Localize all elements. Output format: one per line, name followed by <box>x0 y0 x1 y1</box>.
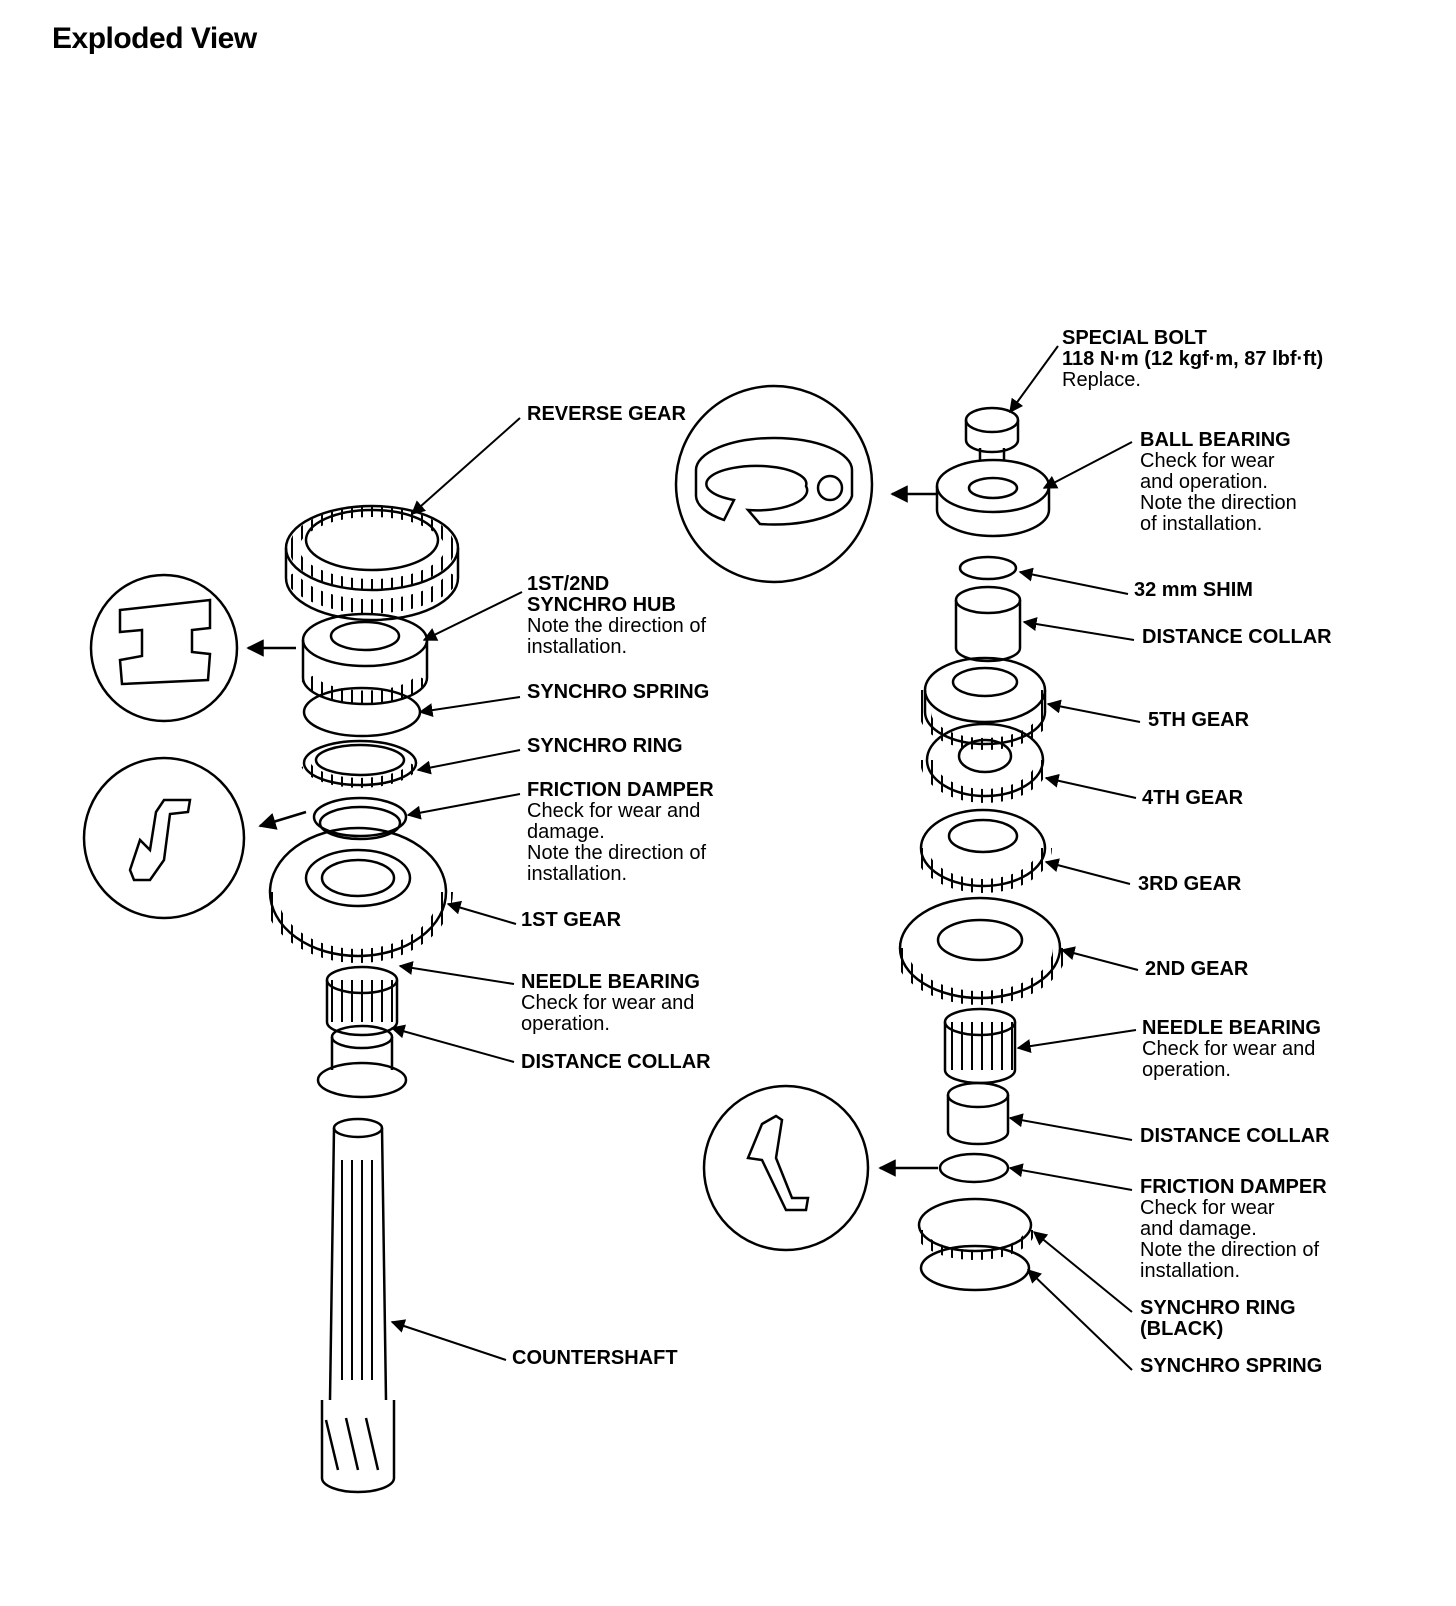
reverse-gear-part <box>283 504 461 622</box>
label-right-synchro-ring: SYNCHRO RING (BLACK) <box>1140 1297 1296 1340</box>
label-right-synchro-spring: SYNCHRO SPRING <box>1140 1355 1323 1377</box>
damper-detail-circle-right <box>702 1084 938 1252</box>
right-distance-collar-part <box>946 1081 1010 1146</box>
fourth-gear-part <box>920 722 1050 803</box>
first-gear-part <box>263 826 453 963</box>
right-needle-bearing-part <box>943 1007 1017 1085</box>
label-first-gear: 1ST GEAR <box>521 909 622 931</box>
label-needle-bearing: NEEDLE BEARING Check for wear and operat… <box>521 971 700 1035</box>
synchro-ring-part <box>301 739 419 788</box>
label-countershaft: COUNTERSHAFT <box>512 1347 678 1369</box>
fifth-gear-part <box>919 656 1051 750</box>
right-leader-lines <box>1008 345 1141 1371</box>
left-leader-lines <box>390 417 523 1361</box>
label-friction-damper: FRICTION DAMPER Check for wear and damag… <box>527 779 714 885</box>
right-friction-damper-part <box>938 1152 1010 1184</box>
label-fifth-gear: 5TH GEAR <box>1148 709 1250 731</box>
third-gear-part <box>914 808 1052 893</box>
label-synchro-hub: 1ST/2ND SYNCHRO HUB Note the direction o… <box>527 573 706 658</box>
label-synchro-spring: SYNCHRO SPRING <box>527 681 710 703</box>
special-bolt-part <box>964 406 1020 460</box>
label-distance-collar-top: DISTANCE COLLAR <box>1142 626 1332 648</box>
label-special-bolt: SPECIAL BOLT 118 N·m (12 kgf·m, 87 lbf·f… <box>1062 327 1324 391</box>
damper-detail-circle <box>82 756 307 920</box>
label-third-gear: 3RD GEAR <box>1138 873 1242 895</box>
hub-detail-circle <box>89 573 296 723</box>
label-right-friction-damper: FRICTION DAMPER Check for wear and damag… <box>1140 1176 1327 1282</box>
synchro-hub-part <box>301 612 429 706</box>
distance-collar-part <box>316 1024 408 1099</box>
label-shim: 32 mm SHIM <box>1134 579 1253 601</box>
bearing-detail-circle <box>674 384 936 584</box>
label-right-distance-collar: DISTANCE COLLAR <box>1140 1125 1330 1147</box>
countershaft-part <box>320 1117 396 1494</box>
label-second-gear: 2ND GEAR <box>1145 958 1249 980</box>
label-reverse-gear: REVERSE GEAR <box>527 403 686 425</box>
distance-collar-top-part <box>954 585 1022 663</box>
label-distance-collar: DISTANCE COLLAR <box>521 1051 711 1073</box>
second-gear-part <box>893 896 1067 1005</box>
shim-part <box>958 555 1018 581</box>
needle-bearing-part <box>325 965 399 1037</box>
label-right-needle-bearing: NEEDLE BEARING Check for wear and operat… <box>1142 1017 1321 1081</box>
label-synchro-ring: SYNCHRO RING <box>527 735 683 757</box>
label-fourth-gear: 4TH GEAR <box>1142 787 1244 809</box>
friction-damper-part <box>312 796 408 841</box>
label-ball-bearing: BALL BEARING Check for wear and operatio… <box>1140 429 1297 535</box>
right-synchro-ring-part <box>915 1197 1035 1260</box>
ball-bearing-part <box>935 458 1051 538</box>
page-title: Exploded View <box>52 22 257 55</box>
right-synchro-spring-part <box>919 1244 1031 1292</box>
